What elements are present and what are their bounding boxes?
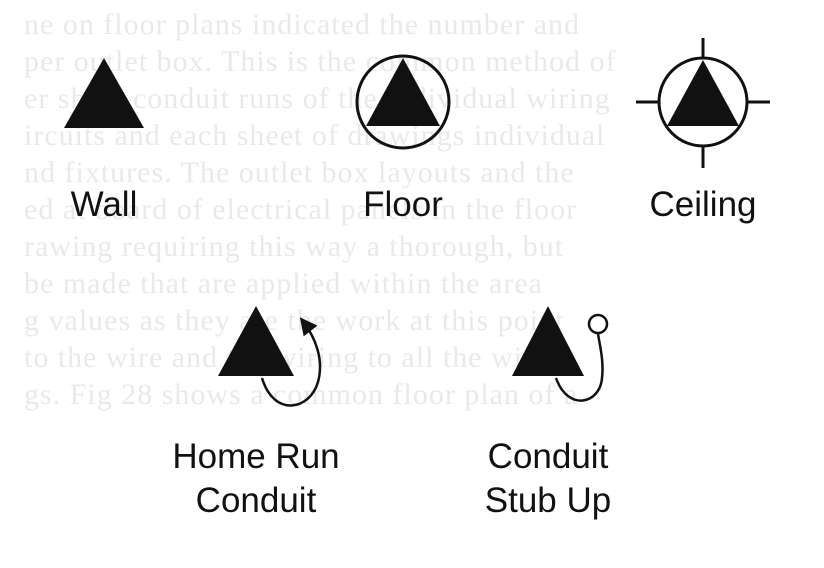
floor-triangle-icon	[366, 58, 440, 126]
floor-circle-icon	[355, 54, 451, 150]
ceiling-label: Ceiling	[650, 185, 757, 224]
home-run-arrow-icon	[260, 317, 322, 407]
background-text-line: rawing requiring this way a thorough, bu…	[24, 230, 565, 263]
stub-up-curve-icon	[554, 333, 604, 402]
home-run-conduit-symbol: Home Run Conduit	[172, 306, 340, 520]
background-text-line: g values as they are the work at this po…	[24, 304, 565, 337]
home-run-label-line-1: Home Run	[172, 437, 339, 476]
conduit-stub-up-symbol: Conduit Stub Up	[485, 306, 611, 520]
ceiling-symbol: Ceiling	[636, 38, 770, 224]
background-text-line: gs. Fig 28 shows a common floor plan of …	[24, 378, 579, 411]
background-text-line: ne on floor plans indicated the number a…	[24, 8, 581, 41]
home-run-label-line-2: Conduit	[196, 481, 317, 520]
background-text-line: to the wire and the wiring to all the wi…	[24, 341, 576, 374]
stub-up-label-line-2: Stub Up	[485, 481, 611, 520]
background-text-line: be made that are applied within the area	[24, 267, 543, 300]
wall-label: Wall	[71, 185, 138, 224]
home-run-triangle-icon	[218, 306, 294, 376]
stub-up-end-circle-icon	[587, 313, 609, 335]
wall-symbol: Wall	[64, 58, 144, 224]
floor-label: Floor	[363, 185, 443, 224]
stub-up-triangle-icon	[512, 306, 584, 376]
stub-up-label-line-1: Conduit	[488, 437, 609, 476]
background-text-line: per outlet box. This is the common metho…	[24, 45, 617, 78]
background-text-line: nd fixtures. The outlet box layouts and …	[24, 156, 575, 189]
ceiling-triangle-icon	[667, 60, 739, 126]
floor-symbol: Floor	[355, 54, 451, 224]
wall-triangle-icon	[64, 58, 144, 128]
background-text-line: ed at board of electrical panels in the …	[24, 193, 578, 226]
